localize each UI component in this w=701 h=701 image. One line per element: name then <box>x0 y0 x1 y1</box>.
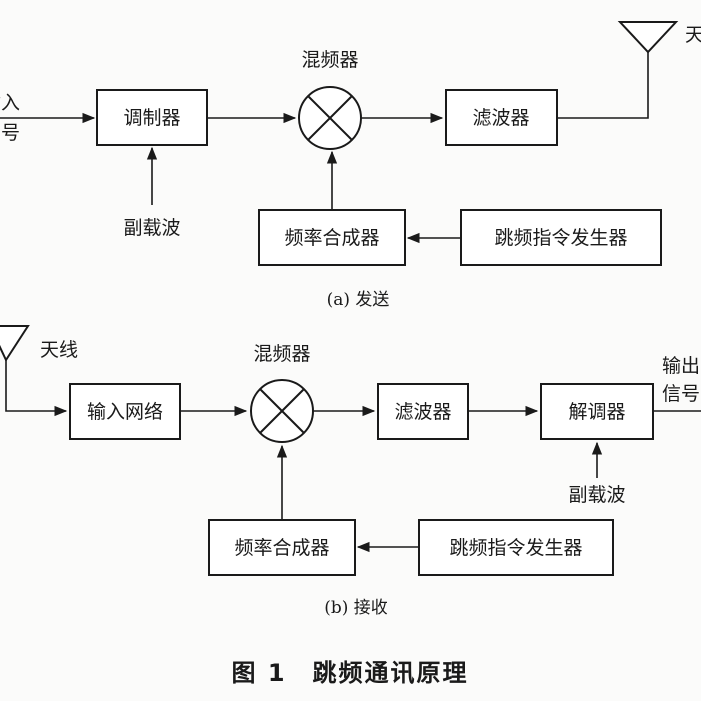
rx-caption: (b) 接收 <box>324 598 388 618</box>
rx-filter-label: 滤波器 <box>394 401 451 423</box>
rx-hop-generator-box <box>418 519 614 576</box>
transmitter-section: 输入 信号 调制器 副载波 混频器 滤波器 天线 频率合成器 <box>0 21 701 310</box>
tx-mixer-label: 混频器 <box>301 49 358 71</box>
receiver-section: 天线 输入网络 混频器 滤波器 解调器 输出 信号 副载波 <box>0 325 701 618</box>
rx-hop-generator-label: 跳频指令发生器 <box>449 537 582 559</box>
rx-demodulator-label: 解调器 <box>568 401 625 423</box>
rx-mixer-label: 混频器 <box>253 343 310 365</box>
figure-caption: 图 1 跳频通讯原理 <box>231 659 468 687</box>
rx-demodulator-box <box>540 383 654 440</box>
rx-antenna-feed <box>5 360 68 417</box>
tx-antenna-icon <box>617 21 679 54</box>
tx-synthesizer-label: 频率合成器 <box>284 227 379 249</box>
rx-subcarrier-label: 副载波 <box>568 484 625 506</box>
rx-mixer-symbol <box>250 379 314 443</box>
rx-synthesizer-label: 频率合成器 <box>234 537 329 559</box>
tx-caption: (a) 发送 <box>327 290 390 310</box>
rx-output-label-line2: 信号 <box>662 383 700 405</box>
rx-input-network-label: 输入网络 <box>87 401 163 423</box>
tx-input-label-line2: 信号 <box>0 122 20 144</box>
rx-output-label-line1: 输出 <box>662 355 700 377</box>
tx-input-label-line1: 输入 <box>0 92 20 114</box>
tx-antenna-label: 天线 <box>685 24 701 46</box>
rx-filter-box <box>377 383 469 440</box>
rx-input-network-box <box>69 383 181 440</box>
tx-subcarrier-label: 副载波 <box>123 217 180 239</box>
rx-synthesizer-box <box>208 519 356 576</box>
tx-filter-box <box>445 89 558 146</box>
tx-modulator-label: 调制器 <box>123 107 180 129</box>
rx-antenna-icon <box>0 325 30 363</box>
tx-filter-label: 滤波器 <box>472 107 529 129</box>
tx-hop-generator-label: 跳频指令发生器 <box>494 227 627 249</box>
tx-mixer-symbol <box>298 86 362 150</box>
tx-antenna-feed <box>557 52 649 119</box>
rx-antenna-label: 天线 <box>40 339 78 361</box>
